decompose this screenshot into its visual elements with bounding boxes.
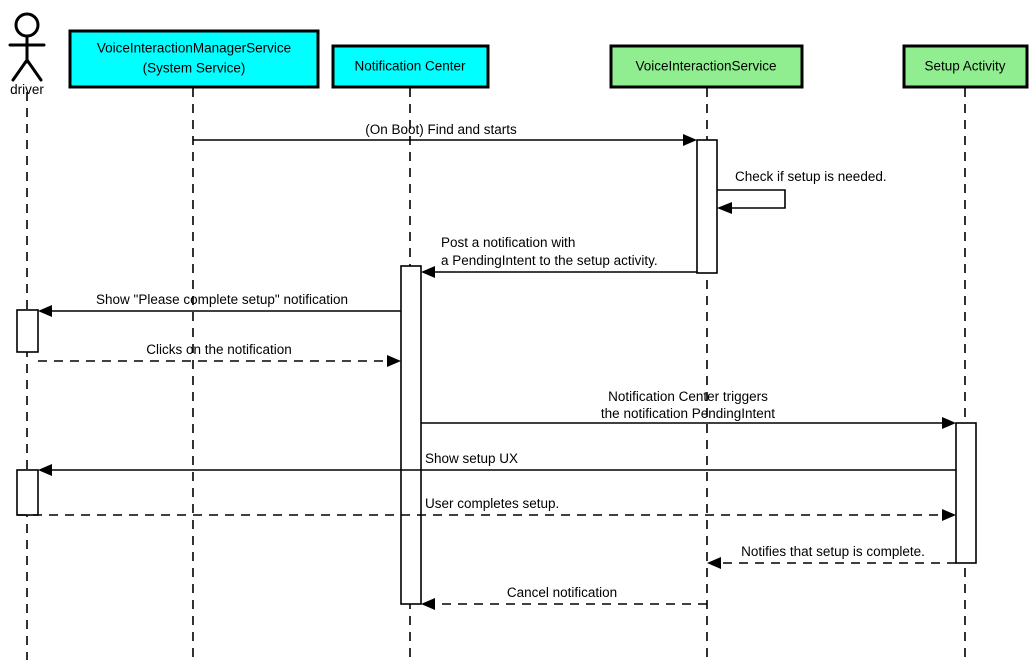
- message-m6[interactable]: Notification Center triggers the notific…: [421, 389, 956, 429]
- message-label-m3-line2: a PendingIntent to the setup activity.: [441, 253, 658, 268]
- participant-notifcenter[interactable]: Notification Center: [331, 44, 490, 89]
- message-m8[interactable]: User completes setup.: [17, 496, 956, 521]
- message-label-m9: Notifies that setup is complete.: [741, 544, 925, 559]
- message-arrowhead-m7: [38, 464, 52, 476]
- message-arrowhead-m5: [387, 355, 401, 367]
- message-m4[interactable]: Show "Please complete setup" notificatio…: [38, 292, 401, 317]
- actor-head-icon: [14, 12, 40, 38]
- message-label-m5: Clicks on the notification: [146, 342, 292, 357]
- message-arrowhead-m10: [421, 598, 435, 610]
- actor-right-leg-icon: [25, 58, 43, 82]
- message-m3[interactable]: Post a notification with a PendingIntent…: [421, 235, 697, 278]
- message-arrowhead-m1: [683, 134, 697, 146]
- actor-left-leg-icon: [11, 58, 29, 82]
- participant-label-driver: driver: [10, 82, 44, 97]
- message-label-m3-line1: Post a notification with: [441, 235, 575, 250]
- activation-bar-driver-1: [16, 309, 39, 353]
- message-arrowhead-m6: [942, 417, 956, 429]
- participant-label-vis: VoiceInteractionService: [635, 59, 776, 74]
- participant-driver[interactable]: driver: [8, 12, 46, 97]
- message-m5[interactable]: Clicks on the notification: [38, 342, 401, 367]
- message-line-m2: [717, 189, 786, 209]
- activation-bar-notifcenter-1: [400, 265, 422, 605]
- message-arrowhead-m4: [38, 305, 52, 317]
- message-label-m6-line2: the notification PendingIntent: [601, 406, 775, 421]
- message-label-m10: Cancel notification: [507, 585, 617, 600]
- message-m2[interactable]: Check if setup is needed.: [717, 169, 887, 214]
- message-label-m7: Show setup UX: [425, 451, 518, 466]
- message-m10[interactable]: Cancel notification: [421, 585, 707, 610]
- message-arrowhead-m8: [942, 509, 956, 521]
- activation-bars-layer: [16, 139, 977, 605]
- message-arrowhead-m9: [707, 557, 721, 569]
- message-arrowhead-m2: [717, 202, 732, 214]
- message-m1[interactable]: (On Boot) Find and starts: [193, 122, 697, 146]
- participant-label-vims-line1: VoiceInteractionManagerService: [97, 41, 291, 56]
- participant-box-setup[interactable]: [902, 44, 1029, 89]
- participant-box-vims[interactable]: [68, 29, 320, 89]
- activation-bar-vis-1: [696, 139, 718, 274]
- participant-label-setup: Setup Activity: [924, 59, 1005, 74]
- participant-label-notifcenter: Notification Center: [354, 59, 466, 74]
- message-arrowhead-m3: [421, 266, 435, 278]
- message-label-m4: Show "Please complete setup" notificatio…: [96, 292, 348, 307]
- message-label-m8: User completes setup.: [425, 496, 559, 511]
- participant-vis[interactable]: VoiceInteractionService: [609, 44, 804, 89]
- participant-vims[interactable]: VoiceInteractionManagerService (System S…: [68, 29, 320, 89]
- message-m9[interactable]: Notifies that setup is complete.: [707, 544, 956, 569]
- message-label-m6-line1: Notification Center triggers: [608, 389, 768, 404]
- participant-box-vis[interactable]: [609, 44, 804, 89]
- participant-box-notifcenter[interactable]: [331, 44, 490, 89]
- message-m7[interactable]: Show setup UX: [38, 451, 956, 476]
- message-label-m2: Check if setup is needed.: [735, 169, 887, 184]
- participant-setup[interactable]: Setup Activity: [902, 44, 1029, 89]
- participant-label-vims-line2: (System Service): [143, 61, 246, 76]
- message-label-m1: (On Boot) Find and starts: [365, 122, 517, 137]
- activation-bar-setup-1: [955, 422, 977, 564]
- activation-bar-driver-2: [16, 469, 39, 516]
